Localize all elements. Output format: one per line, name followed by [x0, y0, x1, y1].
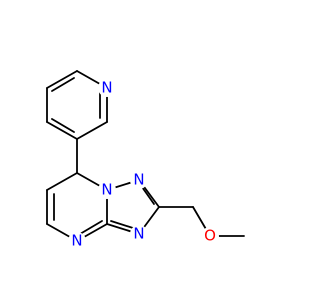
bond-pym-double-2 — [79, 220, 103, 235]
bond-pym-c7-c6 — [46, 172, 78, 191]
atom-label-n-triazole-top: N — [133, 171, 144, 189]
bond-pyr-c1-c2 — [46, 70, 78, 89]
atom-label-o-ether: O — [204, 227, 216, 245]
atom-bg-n-pyrimidine — [68, 232, 86, 250]
molecule-diagram: N N N N N O — [46, 70, 245, 250]
bond-tri-double-1 — [141, 186, 155, 205]
bond-tri-double-2 — [110, 220, 134, 229]
bond-pyr-c3-c4 — [46, 121, 78, 140]
bond-pyr-double-1 — [51, 77, 75, 92]
atom-bg-n-pyridine — [98, 79, 116, 97]
atom-label-backgrounds — [68, 79, 219, 250]
bond-layer — [46, 70, 245, 242]
atom-label-n-triazole-bottom: N — [133, 225, 144, 243]
bond-pyr-c4-c5 — [76, 121, 108, 140]
molecule-svg: N N N N N O — [46, 70, 245, 250]
atom-bg-n-bridge — [98, 181, 116, 199]
atom-bg-o-ether — [201, 227, 219, 245]
atom-label-n-pyrimidine: N — [71, 232, 82, 250]
atom-label-n-pyridine: N — [101, 79, 112, 97]
atom-labels: N N N N N O — [71, 79, 216, 250]
bond-pyr-double-2 — [51, 118, 75, 133]
atom-bg-n-triazole-bottom — [130, 225, 148, 243]
atom-bg-n-triazole-top — [130, 171, 148, 189]
atom-label-n-bridge: N — [101, 181, 112, 199]
